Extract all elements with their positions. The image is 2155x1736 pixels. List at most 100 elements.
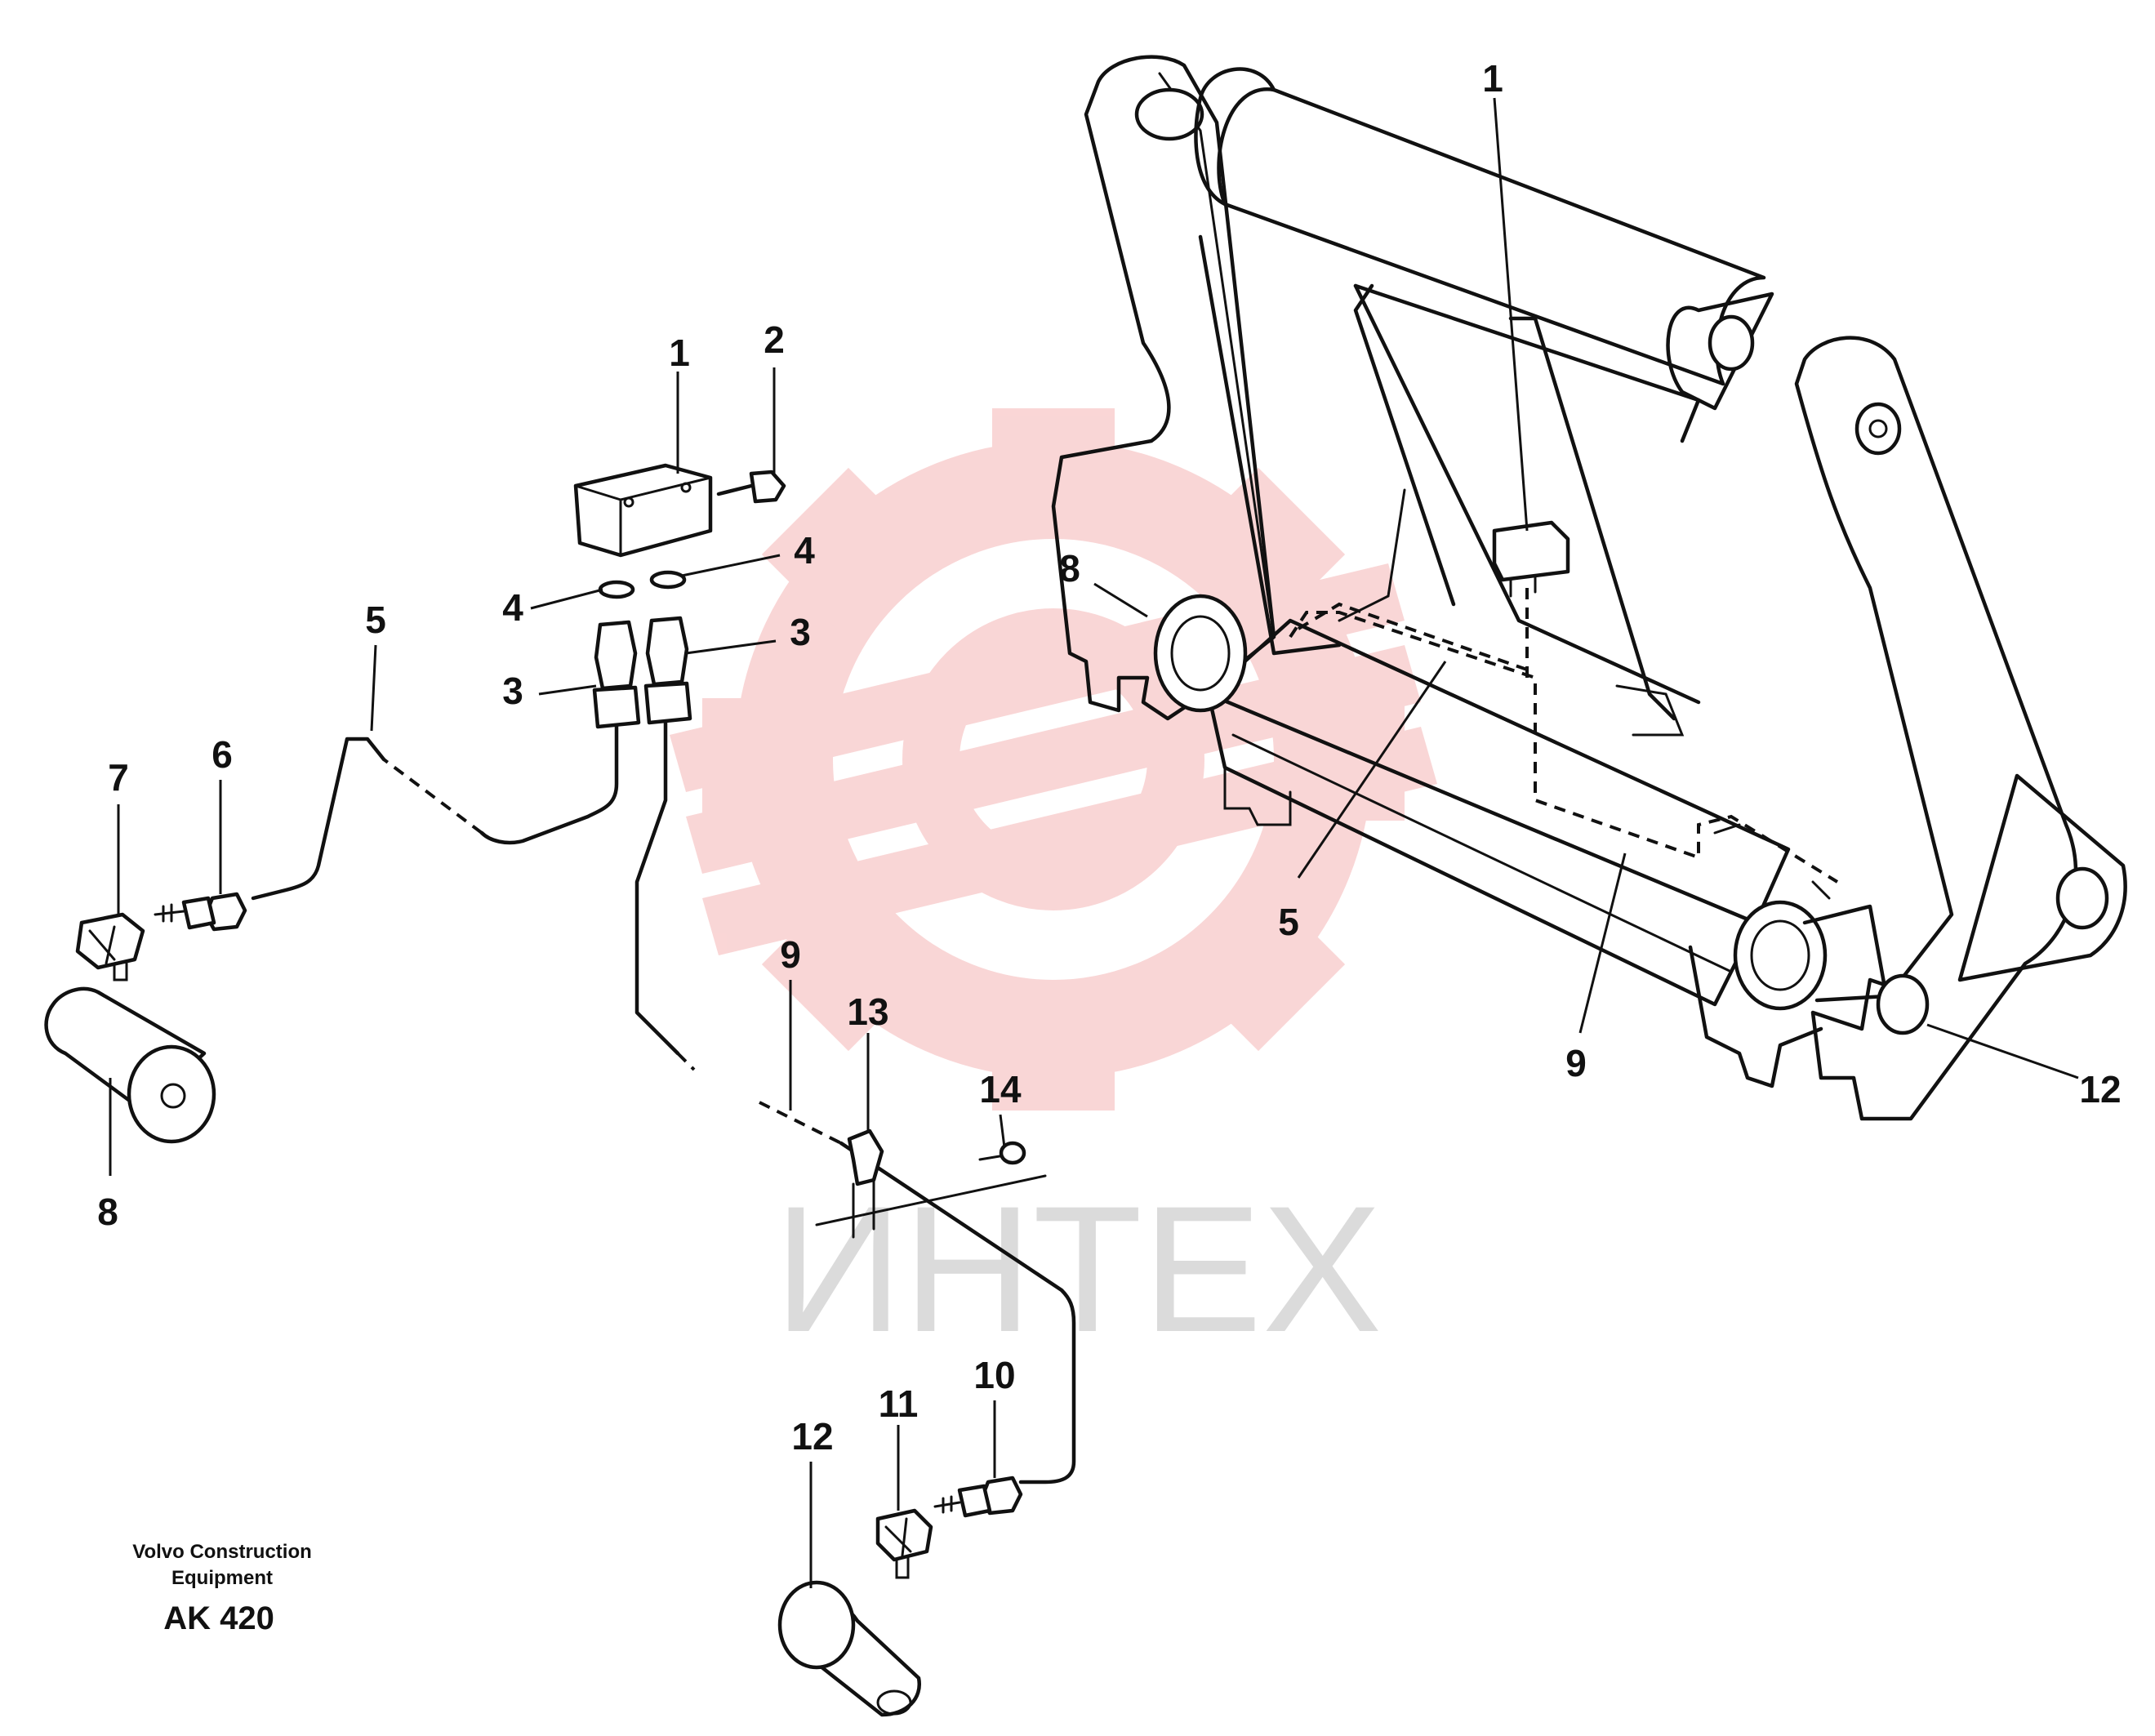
right-arm-upper-hole bbox=[1854, 402, 1902, 456]
callout-9-left: 9 bbox=[780, 933, 801, 976]
callout-4-left: 4 bbox=[502, 586, 523, 629]
caption-manufacturer-line2: Equipment bbox=[171, 1567, 273, 1589]
cross-beam-lug-left bbox=[1223, 766, 1292, 826]
right-arm-plate bbox=[1794, 336, 2078, 1121]
right-ear-plate bbox=[1957, 773, 2127, 982]
pipe-left-bend bbox=[251, 737, 386, 901]
callout-3-left: 3 bbox=[502, 670, 523, 712]
pipe-left-dashed bbox=[382, 758, 483, 835]
watermark-stripe bbox=[686, 645, 1421, 874]
fitting-6-thread bbox=[154, 903, 185, 923]
pin-12-head bbox=[777, 1580, 856, 1670]
leader-5-frame bbox=[1297, 661, 1447, 879]
gusset-right bbox=[1615, 684, 1685, 737]
leader-14 bbox=[999, 1114, 1006, 1148]
switch-block-edges bbox=[574, 476, 712, 557]
pipe-9 bbox=[839, 1141, 1076, 1485]
right-pin-head bbox=[1876, 973, 1930, 1035]
callout-8-pin: 8 bbox=[97, 1191, 118, 1233]
left-pin-boss bbox=[1153, 594, 1248, 713]
leader-9-frame bbox=[1578, 852, 1627, 1034]
caption-manufacturer: Volvo Construction bbox=[132, 1541, 312, 1563]
pin-8-head-hole bbox=[160, 1083, 186, 1109]
switch-block-hole bbox=[680, 482, 692, 493]
switch-block bbox=[573, 463, 713, 558]
callout-1-frame: 1 bbox=[1482, 57, 1503, 100]
clamp-13-legs bbox=[852, 1178, 875, 1239]
callout-12-pin: 12 bbox=[791, 1415, 833, 1458]
callout-labels: 1 1 2 3 3 4 4 5 5 6 7 8 8 9 9 10 11 12 1… bbox=[97, 57, 2121, 1458]
right-tube-end bbox=[1666, 292, 1774, 411]
screw-shank bbox=[716, 483, 754, 496]
lower-line-assembly bbox=[759, 1101, 1076, 1717]
callout-2: 2 bbox=[764, 318, 785, 361]
pipe-left-from-switch bbox=[479, 724, 619, 845]
pipe-right-from-switch bbox=[634, 720, 680, 1056]
leader-8-frame bbox=[1093, 582, 1148, 618]
fitting-6-body bbox=[181, 896, 216, 930]
fitting-right-lower bbox=[643, 681, 692, 725]
washer-left bbox=[598, 580, 635, 599]
leader-12-frame bbox=[1926, 1023, 2079, 1079]
leader-lines bbox=[109, 97, 2079, 1588]
back-plate-top-edge bbox=[1353, 283, 1701, 443]
drawing-caption: Volvo Construction Equipment AK 420 bbox=[132, 1541, 312, 1636]
frame-line-5 bbox=[1297, 602, 1528, 671]
frame-switch-fittings bbox=[1509, 574, 1537, 598]
callout-11: 11 bbox=[879, 1382, 919, 1425]
right-pin-boss-inner bbox=[1750, 919, 1810, 991]
leader-1-top bbox=[1493, 97, 1529, 532]
pipe-9-dashed bbox=[759, 1101, 842, 1145]
screw-head bbox=[749, 470, 786, 504]
callout-14: 14 bbox=[979, 1068, 1022, 1111]
callout-12-frame: 12 bbox=[2079, 1068, 2121, 1111]
callout-6: 6 bbox=[211, 733, 233, 776]
top-pin-right-end bbox=[1708, 314, 1755, 372]
fitting-left-upper bbox=[594, 620, 638, 691]
cross-beam-line bbox=[1231, 733, 1733, 973]
leader-4-right bbox=[681, 554, 781, 577]
right-arm-upper-hole-inner bbox=[1868, 419, 1888, 438]
switch-block-hole bbox=[623, 496, 634, 508]
callout-1-switch: 1 bbox=[669, 332, 690, 374]
top-cross-tube-end bbox=[1217, 87, 1276, 207]
fitting-10-thread bbox=[933, 1495, 961, 1514]
callout-7: 7 bbox=[108, 756, 129, 799]
grease-nipple-7-stem bbox=[113, 962, 128, 982]
callout-5-frame: 5 bbox=[1278, 901, 1299, 943]
pin-8-head bbox=[127, 1044, 216, 1144]
inner-plate-diagonal-2 bbox=[1353, 283, 1456, 607]
right-pin-boss bbox=[1733, 900, 1828, 1011]
inner-plate-diagonal-3 bbox=[1508, 316, 1676, 721]
gusset-left bbox=[1338, 488, 1406, 622]
fitting-left-lower bbox=[592, 685, 641, 729]
watermark-stripe bbox=[702, 727, 1437, 955]
callout-8-frame: 8 bbox=[1059, 547, 1080, 590]
frame-line-9 bbox=[1289, 611, 1839, 884]
fitting-10-body bbox=[957, 1484, 992, 1518]
left-pin-boss-inner bbox=[1170, 615, 1231, 692]
grease-nipple-11-facets bbox=[884, 1517, 912, 1557]
right-ear-hole bbox=[2055, 866, 2109, 930]
grease-nipple-11-stem bbox=[895, 1556, 910, 1579]
callout-3-right: 3 bbox=[790, 611, 811, 653]
callout-4-right: 4 bbox=[794, 529, 815, 572]
grease-nipple-7-facets bbox=[88, 925, 116, 965]
leader-5-left bbox=[370, 644, 377, 732]
leader-4-left bbox=[530, 588, 603, 610]
switch-assembly bbox=[44, 463, 786, 1144]
left-arm-plate bbox=[1051, 55, 1276, 721]
screw-14-head bbox=[999, 1141, 1026, 1165]
cross-beam-top bbox=[1206, 618, 1791, 925]
cross-beam-lug-right bbox=[1688, 945, 1823, 1088]
clamp-axis-line bbox=[815, 1174, 1047, 1226]
callout-5-left: 5 bbox=[365, 599, 386, 641]
inner-plate-left bbox=[1198, 234, 1342, 656]
leader-3-right bbox=[685, 639, 777, 655]
callout-10: 10 bbox=[973, 1354, 1015, 1396]
watermark-gear-tooth bbox=[1178, 884, 1346, 1052]
caption-drawing-code: AK 420 bbox=[163, 1600, 274, 1636]
watermark-text: ИНТЕХ bbox=[774, 1168, 1382, 1369]
